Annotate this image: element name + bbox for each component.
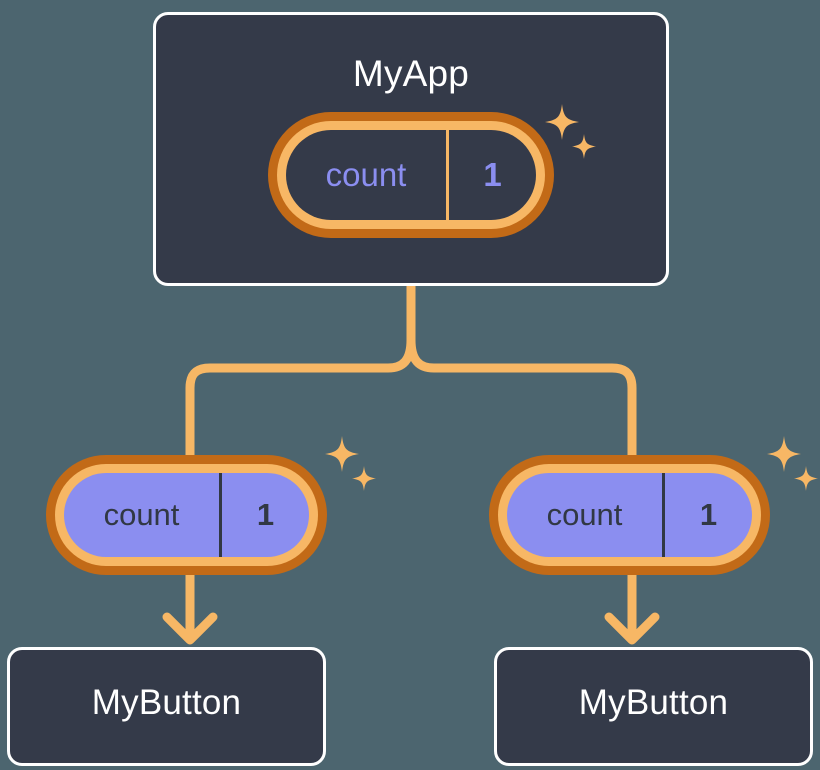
state-pill-right-inner-ring: count 1 [498,464,761,566]
sparkle-small-icon [352,466,376,491]
state-pill-key: count [286,130,449,220]
app-card-title: MyApp [352,53,470,94]
state-pill-right-key: count [507,473,665,557]
tree-connector-path-right [406,335,637,463]
arrow-head-left [162,612,218,645]
button-card-right[interactable]: MyButton [494,647,813,766]
state-pill-right[interactable]: count 1 [489,455,770,575]
state-pill-left[interactable]: count 1 [46,455,327,575]
state-pill-body: count 1 [286,130,536,220]
state-pill-left-key: count [64,473,222,557]
state-pill-app[interactable]: count 1 [268,112,554,238]
state-pill-left-value: 1 [256,497,275,532]
sparkle-large-icon [325,436,359,472]
state-pill-right-body: count 1 [507,473,752,557]
state-pill-left-body: count 1 [64,473,309,557]
state-pill-left-inner-ring: count 1 [55,464,318,566]
button-card-left[interactable]: MyButton [7,647,326,766]
sparkle-group-right [760,436,820,503]
sparkle-large-icon [767,436,801,472]
sparkle-group-left [318,436,378,503]
sparkle-small-icon [794,466,818,491]
button-card-left-title: MyButton [91,683,242,722]
state-pill-inner-ring: count 1 [277,121,545,229]
state-pill-value: 1 [483,156,502,193]
state-pill-right-value: 1 [699,497,718,532]
arrow-head-right [604,612,660,645]
button-card-right-title: MyButton [578,683,729,722]
tree-connector-path [185,281,416,463]
